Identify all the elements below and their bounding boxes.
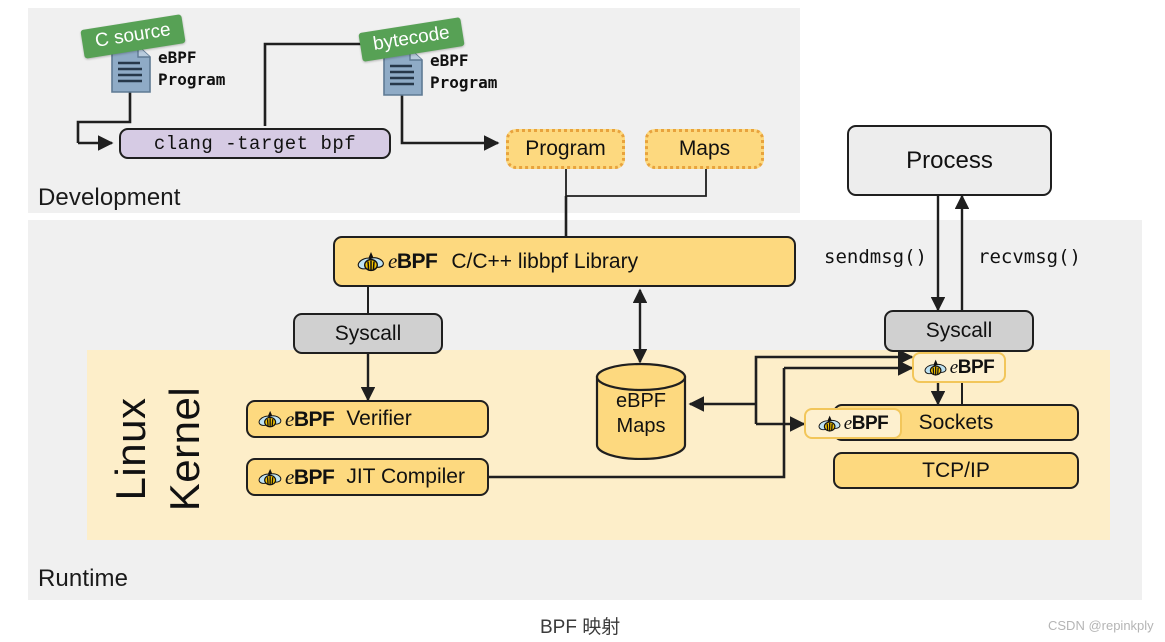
syscall-box-right[interactable]: Syscall: [884, 310, 1034, 352]
ebpf-bee-icon: eBPF: [258, 465, 335, 490]
maps-box[interactable]: Maps: [645, 129, 764, 169]
ebpf-maps-cylinder[interactable]: [594, 362, 688, 465]
ebpf-badge-syscall[interactable]: eBPF: [912, 352, 1006, 383]
runtime-label: Runtime: [38, 565, 129, 592]
libbpf-library-bar[interactable]: eBPF C/C++ libbpf Library: [333, 236, 796, 287]
syscall-box-left[interactable]: Syscall: [293, 313, 443, 354]
ebpf-maps-label: eBPF Maps: [615, 390, 667, 437]
diagram-caption: BPF 映射: [540, 617, 621, 638]
verifier-box[interactable]: eBPF Verifier: [246, 400, 489, 438]
program-box[interactable]: Program: [506, 129, 625, 169]
ebpf-bee-icon: eBPF: [357, 249, 438, 274]
kernel-title-kernel: Kernel: [161, 386, 208, 512]
process-box[interactable]: Process: [847, 125, 1052, 196]
development-label: Development: [38, 184, 181, 211]
ebpf-program-source-label: eBPF Program: [158, 48, 226, 89]
tcpip-box[interactable]: TCP/IP: [833, 452, 1079, 489]
jit-compiler-label: JIT Compiler: [346, 465, 465, 488]
ebpf-badge-sockets[interactable]: eBPF: [804, 408, 902, 439]
jit-compiler-box[interactable]: eBPF JIT Compiler: [246, 458, 489, 496]
sendmsg-label: sendmsg(): [824, 246, 927, 268]
ebpf-bee-icon: eBPF: [818, 413, 889, 435]
clang-compiler-box[interactable]: clang -target bpf: [119, 128, 391, 159]
libbpf-title: C/C++ libbpf Library: [451, 249, 639, 273]
verifier-label: Verifier: [346, 407, 412, 430]
ebpf-program-bytecode-label: eBPF Program: [430, 51, 498, 92]
ebpf-bee-icon: eBPF: [924, 357, 995, 379]
ebpf-bee-icon: eBPF: [258, 407, 335, 432]
linux-kernel-title: Linux Kernel: [93, 363, 253, 528]
watermark: CSDN @repinkply: [1048, 618, 1154, 633]
recvmsg-label: recvmsg(): [978, 246, 1081, 268]
